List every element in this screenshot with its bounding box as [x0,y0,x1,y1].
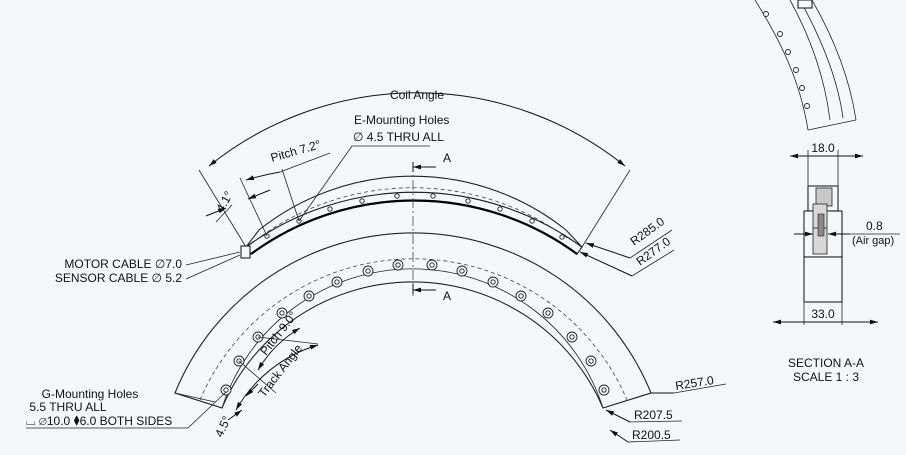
angle-top-label: 4.1° [213,189,236,215]
section-view [773,150,900,325]
sensor-cable-label: SENSOR CABLE ∅ 5.2 [55,271,182,285]
section-marker-bottom: A [443,289,451,303]
g-holes-counterbore: ⌴ ∅10.0 ⧫6.0 BOTH SIDES [26,414,172,428]
dim-33-label: 33.0 [811,307,835,321]
r200-label: R200.5 [632,428,671,442]
r207-label: R207.5 [634,408,673,422]
dim-18-label: 18.0 [811,141,835,155]
partial-side-view [754,0,857,131]
r257-label: R257.0 [674,373,715,393]
coil-angle-label: Coil Angle [390,88,444,102]
e-holes-leader [298,145,430,222]
coil-inner-edge [250,199,578,255]
dim-08-label: 0.8 [866,219,883,233]
radius-coil-dimensions [579,229,675,277]
air-gap-label: (Air gap) [852,235,894,247]
g-holes-leader [26,391,227,429]
motor-cable-label: MOTOR CABLE ∅7.0 [64,257,182,271]
pitch-bottom-dimension [174,327,319,421]
g-holes-title: G-Mounting Holes [42,387,139,401]
e-holes-title: E-Mounting Holes [354,113,449,127]
section-scale: SCALE 1 : 3 [793,370,859,384]
section-marker-top: A [443,151,451,165]
pitch-top-dimension [205,152,331,237]
e-holes-spec: ∅ 4.5 THRU ALL [353,130,444,144]
pitch-top-label: Pitch 7.2° [269,137,323,165]
cable-leaders [185,245,251,280]
radius-track-dimensions [605,383,727,443]
section-title: SECTION A-A [788,356,864,370]
section-line-a-a [412,162,436,296]
g-holes-thru: 5.5 THRU ALL [29,400,106,414]
